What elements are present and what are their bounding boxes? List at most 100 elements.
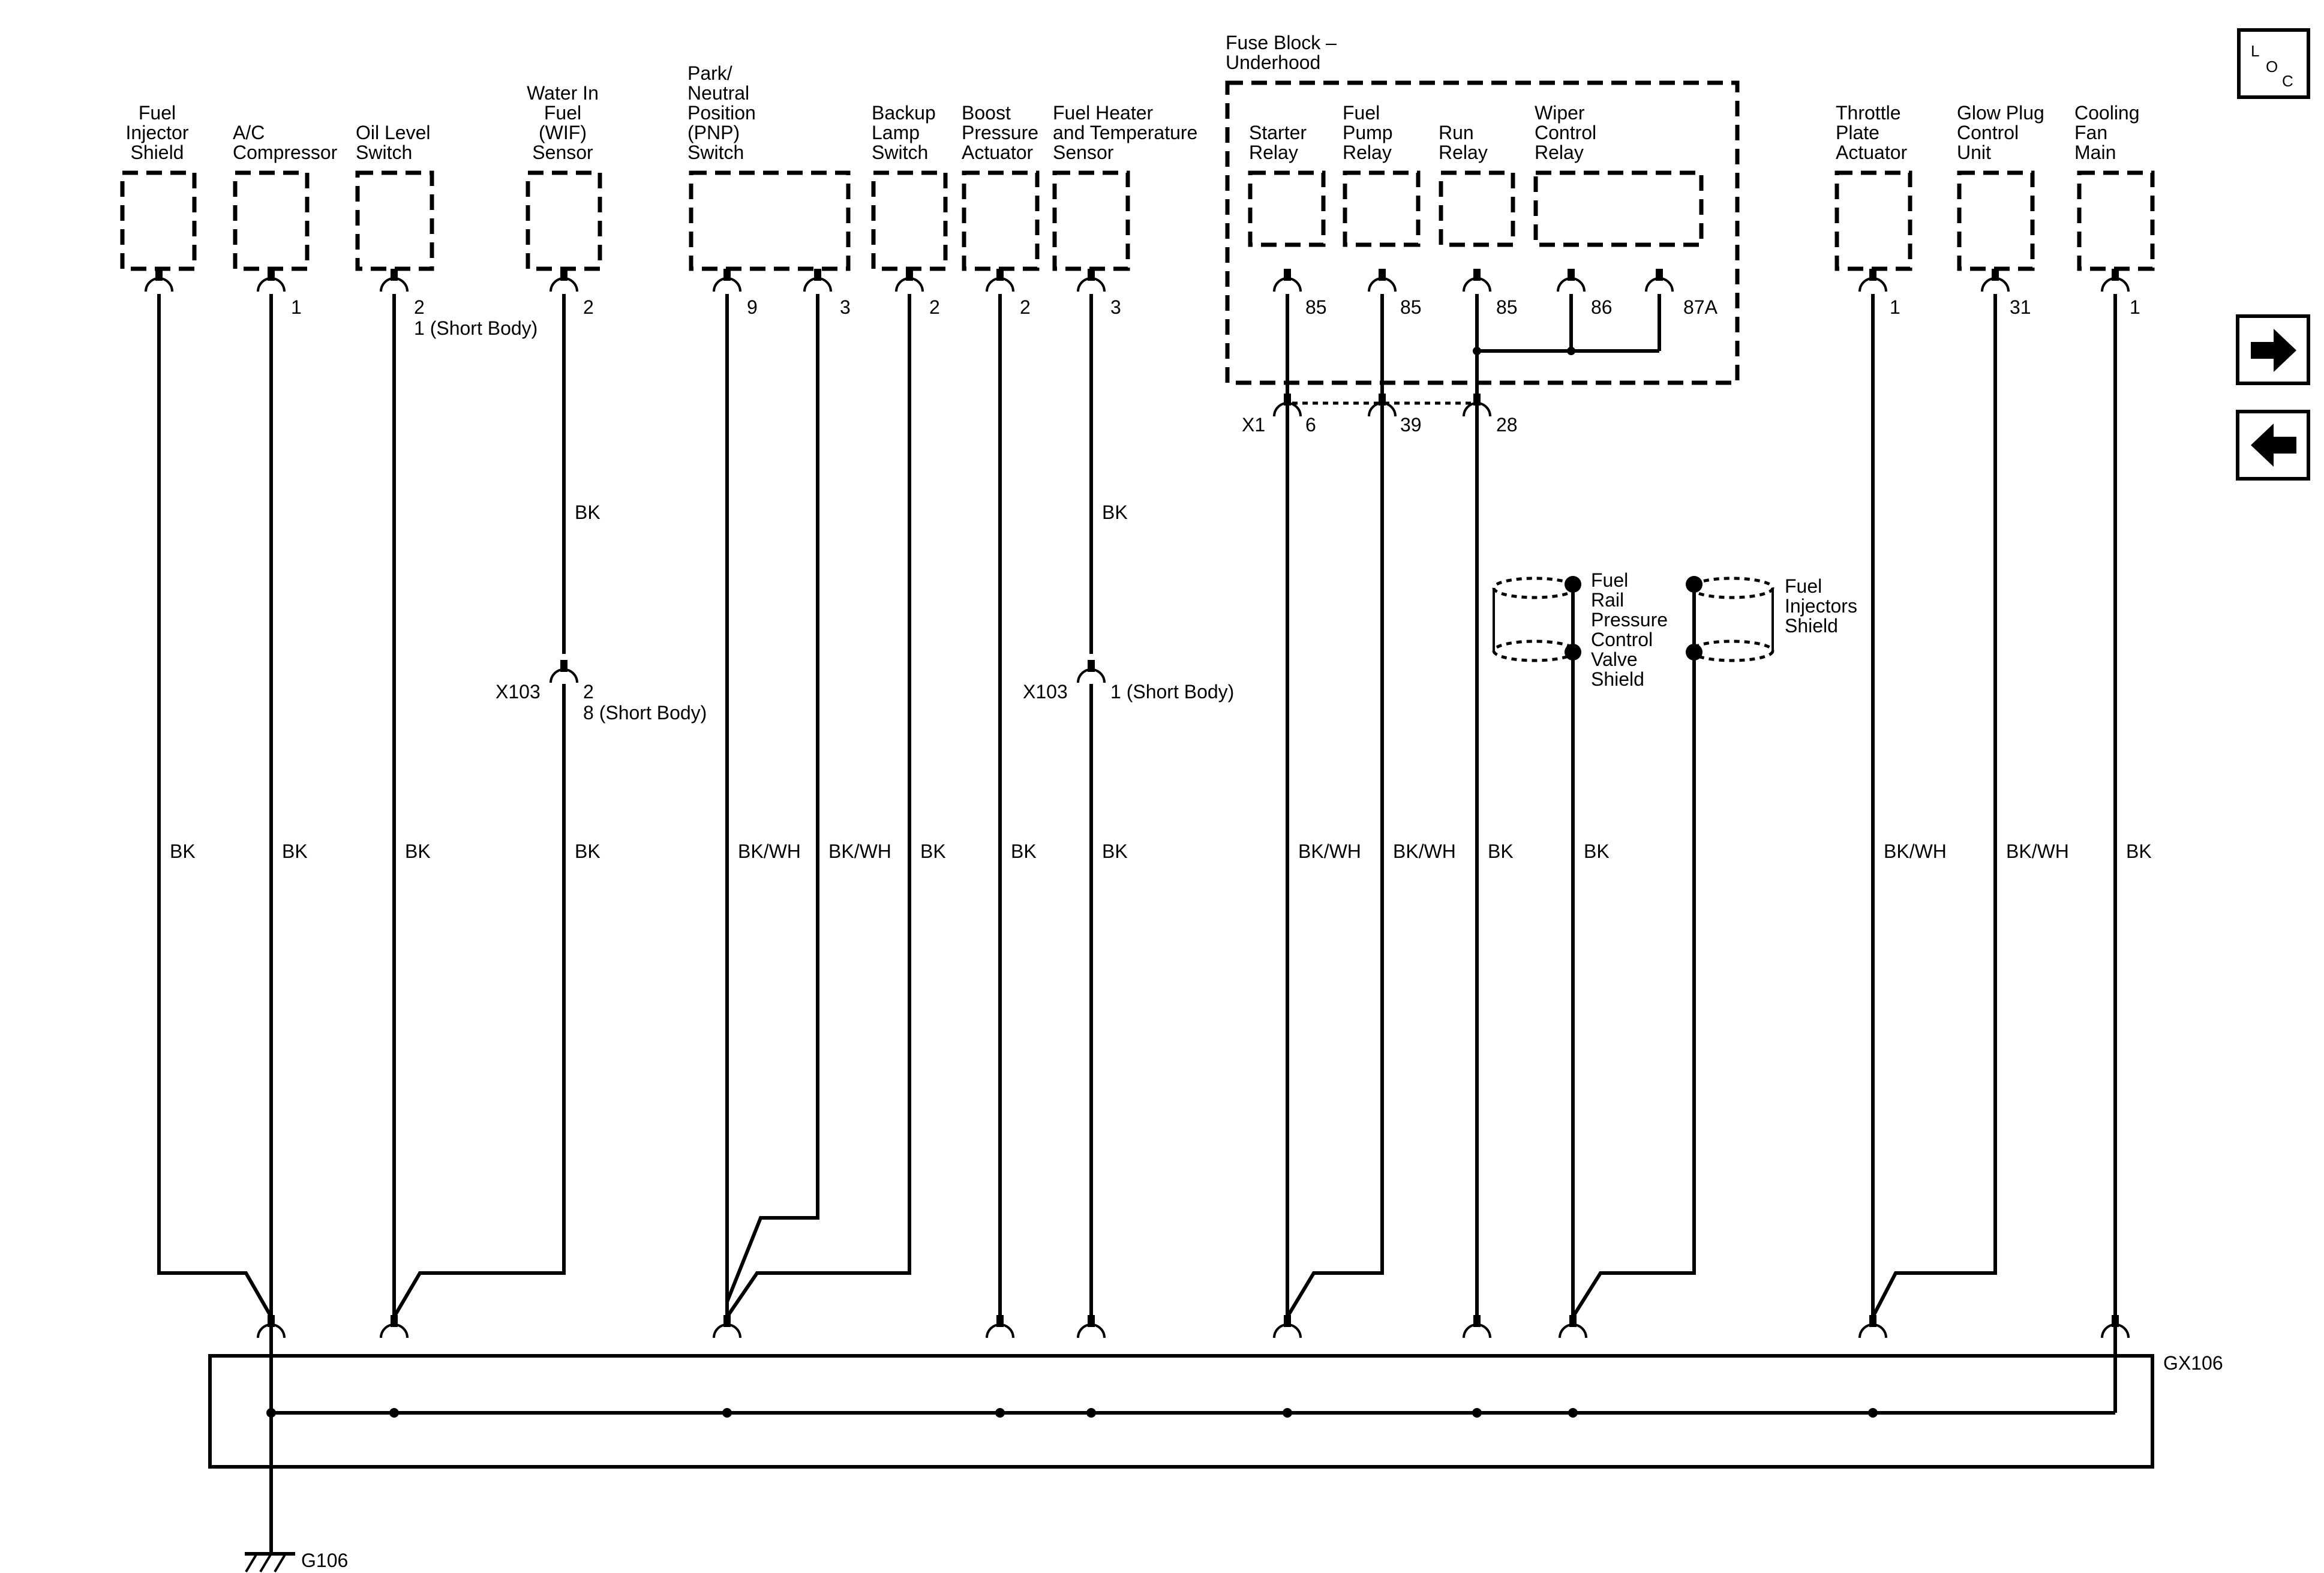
svg-text:Compressor: Compressor xyxy=(233,142,338,163)
svg-text:Pump: Pump xyxy=(1343,122,1393,143)
back-button[interactable] xyxy=(2236,410,2310,481)
x103-terminal xyxy=(550,660,578,683)
pin-labels: 1 2 1 (Short Body) 2 9 3 2 2 3 85 85 85 … xyxy=(291,296,2140,339)
pnp-switch-box xyxy=(689,170,851,271)
run-relay-box xyxy=(1439,170,1515,247)
svg-text:Water In: Water In xyxy=(527,82,599,104)
component-boxes xyxy=(120,170,2155,271)
splice-pack-outline xyxy=(208,1354,2154,1469)
wire-wif-lower xyxy=(392,684,566,1318)
splice-dot xyxy=(389,1408,399,1418)
svg-text:Throttle: Throttle xyxy=(1836,102,1900,124)
wire-fuel-pump-relay xyxy=(1286,294,1384,1318)
boost-pressure-pin-label: 2 xyxy=(1020,296,1031,318)
svg-text:BK: BK xyxy=(1488,840,1514,862)
arrow-right-icon xyxy=(2251,329,2296,372)
svg-text:BK: BK xyxy=(2126,840,2152,862)
svg-text:Fuel: Fuel xyxy=(544,102,581,124)
wiper-control-relay-label: Wiper Control Relay xyxy=(1535,102,1596,163)
starter-relay-pin-label: 85 xyxy=(1305,296,1327,318)
svg-text:BK: BK xyxy=(575,502,600,523)
wif-sensor-box xyxy=(526,170,602,271)
splice-dot xyxy=(995,1408,1005,1418)
svg-text:A/C: A/C xyxy=(233,122,265,143)
x1-pin39-label: 39 xyxy=(1400,414,1422,436)
svg-text:Plate: Plate xyxy=(1836,122,1879,143)
splice-pack-name: GX106 xyxy=(2163,1352,2223,1374)
svg-text:Switch: Switch xyxy=(687,142,744,163)
svg-text:Shield: Shield xyxy=(1785,615,1838,637)
connector-terminal xyxy=(1273,269,1302,292)
x103-name: X103 xyxy=(1023,681,1068,703)
svg-text:Shield: Shield xyxy=(1591,668,1644,690)
svg-text:Boost: Boost xyxy=(962,102,1011,124)
loc-letter-l: L xyxy=(2251,42,2259,60)
shield-drain-dot xyxy=(1565,576,1581,593)
shield-ring xyxy=(1689,577,1774,599)
ground-hatch xyxy=(245,1553,287,1573)
x1-pin6-label: 6 xyxy=(1305,414,1316,436)
svg-text:Injector: Injector xyxy=(126,122,189,143)
connector-terminal xyxy=(986,269,1014,292)
fuel-rail-shield-label: Fuel Rail Pressure Control Valve Shield xyxy=(1591,569,1668,690)
shield-drain-dot xyxy=(1686,576,1703,593)
cooling-fan-main-box xyxy=(2077,170,2155,271)
splice-dot xyxy=(1472,1408,1482,1418)
connector-terminal xyxy=(550,269,578,292)
connector-terminal xyxy=(257,269,286,292)
connector-terminal xyxy=(1368,269,1397,292)
connector-terminal xyxy=(1858,269,1887,292)
gx106-splice-pack: GX106 xyxy=(208,1352,2223,1469)
svg-text:BK: BK xyxy=(575,840,600,862)
splice-dot xyxy=(1868,1408,1878,1418)
oil-level-switch-pin-alt-label: 1 (Short Body) xyxy=(414,317,538,339)
fuse-block-title: Fuse Block – xyxy=(1226,32,1337,53)
x1-connector-name: X1 xyxy=(1242,414,1265,436)
ac-compressor-label: A/C Compressor xyxy=(233,122,338,163)
connector-terminal xyxy=(1077,269,1106,292)
arrow-left-icon xyxy=(2251,424,2296,467)
connector-terminal xyxy=(145,269,173,292)
fuel-pump-relay-label: Fuel Pump Relay xyxy=(1343,102,1393,163)
wire-backup-lamp xyxy=(725,294,911,1318)
fuel-rail-shield: Fuel Rail Pressure Control Valve Shield xyxy=(1492,569,1668,690)
svg-text:Control: Control xyxy=(1591,629,1653,650)
wire-fuel-injector-shield xyxy=(157,294,273,1318)
svg-text:Starter: Starter xyxy=(1249,122,1307,143)
x103-pin-label: 1 (Short Body) xyxy=(1110,681,1234,703)
forward-button[interactable] xyxy=(2236,314,2310,385)
oil-level-switch-pin-label: 2 xyxy=(414,296,425,318)
svg-text:Neutral: Neutral xyxy=(687,82,749,104)
wire-pnp-pin3 xyxy=(725,294,819,1303)
svg-text:BK/WH: BK/WH xyxy=(738,840,801,862)
ac-compressor-pin-label: 1 xyxy=(291,296,302,318)
svg-text:Relay: Relay xyxy=(1249,142,1298,163)
connector-terminal xyxy=(713,269,741,292)
svg-text:Relay: Relay xyxy=(1535,142,1584,163)
svg-text:(PNP): (PNP) xyxy=(687,122,740,143)
splice-dot xyxy=(1283,1408,1292,1418)
x103-pin-label: 2 xyxy=(583,681,594,703)
run-relay-pin-label: 85 xyxy=(1496,296,1518,318)
svg-text:Sensor: Sensor xyxy=(532,142,593,163)
connector-terminal xyxy=(2101,269,2130,292)
svg-text:Switch: Switch xyxy=(356,142,412,163)
fuel-injector-shield-box xyxy=(120,170,197,271)
svg-text:BK: BK xyxy=(405,840,431,862)
svg-text:Valve: Valve xyxy=(1591,649,1638,670)
svg-text:Shield: Shield xyxy=(131,142,184,163)
svg-text:Relay: Relay xyxy=(1343,142,1392,163)
loc-button[interactable]: L O C xyxy=(2237,28,2310,99)
run-relay-label: Run Relay xyxy=(1439,122,1488,163)
svg-text:Control: Control xyxy=(1957,122,2019,143)
backup-lamp-switch-box xyxy=(871,170,948,271)
svg-text:BK: BK xyxy=(920,840,946,862)
svg-text:Run: Run xyxy=(1439,122,1474,143)
fuel-injectors-shield: Fuel Injectors Shield xyxy=(1686,575,1857,662)
wires xyxy=(157,294,2117,1554)
svg-text:Fuel: Fuel xyxy=(1591,569,1628,591)
svg-text:Main: Main xyxy=(2074,142,2116,163)
wire-glow-plug xyxy=(1871,294,1997,1318)
svg-text:BK/WH: BK/WH xyxy=(1884,840,1947,862)
